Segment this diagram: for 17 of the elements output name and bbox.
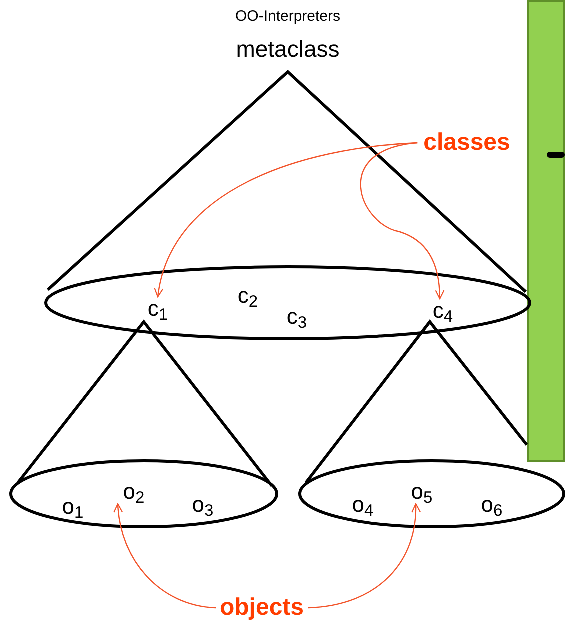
callout-text: objects <box>220 594 304 622</box>
member-label: c$_{3}$ <box>286 305 308 329</box>
root-label: metaclass <box>235 35 341 63</box>
member-label: o$_{4}$ <box>352 493 374 517</box>
member-label: o$_{1}$ <box>62 495 84 519</box>
member-label: c$_{4}$ <box>432 299 454 323</box>
member-label: o$_{2}$ <box>123 480 145 504</box>
member-label: c$_{1}$ <box>148 297 168 321</box>
member-label: o$_{6}$ <box>481 493 503 517</box>
member-label: o$_{3}$ <box>192 493 214 517</box>
member-label: o$_{5}$ <box>411 480 433 504</box>
member-label: c$_{2}$ <box>238 284 258 308</box>
callout-text: classes <box>424 129 510 157</box>
curved-arrow <box>360 142 444 300</box>
title: OO-Interpreters <box>234 8 342 26</box>
curved-arrow <box>308 503 420 609</box>
curved-arrow <box>114 503 216 609</box>
